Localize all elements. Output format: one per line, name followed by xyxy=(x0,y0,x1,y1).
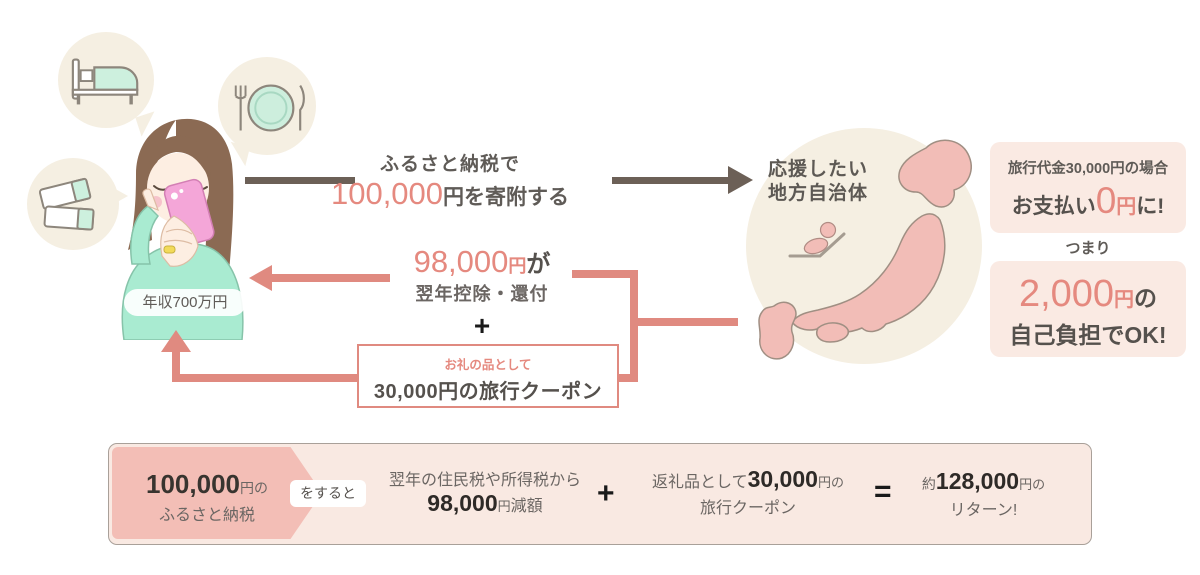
income-label-text: 年収700万円 xyxy=(142,294,228,311)
meal-icon xyxy=(234,84,305,132)
refund-line2: 翌年控除・還付 xyxy=(415,284,549,304)
payment-yen: 円 xyxy=(1116,196,1137,218)
refund-arrowhead-left xyxy=(249,265,272,291)
coupon-label: お礼の品として xyxy=(444,358,532,372)
summary-total-prefix: 約 xyxy=(921,476,936,492)
summary-gift-prefix: 返礼品として xyxy=(652,474,748,491)
refund-arrow-shaft xyxy=(270,274,390,282)
summary-total: 約128,000円の リターン! xyxy=(896,468,1071,520)
bubble-meal xyxy=(218,57,316,155)
japan-map-icon xyxy=(758,139,972,360)
summary-donation-line2: ふるさと納税 xyxy=(158,507,255,524)
municipality-line1: 応援したい xyxy=(767,159,868,180)
summary-gift-suffix: 円の xyxy=(817,475,844,490)
summary-donation: 100,000円の ふるさと納税 xyxy=(122,469,292,525)
summary-total-suffix: 円の xyxy=(1019,477,1046,492)
tsumari-label: つまり xyxy=(1065,240,1111,257)
bubble-bed xyxy=(58,32,154,128)
payment-suffix: に! xyxy=(1136,195,1165,218)
summary-deduction: 翌年の住民税や所得税から 98,000円減額 xyxy=(375,466,595,517)
payment-box: 旅行代金30,000円の場合 お支払い0円に! xyxy=(990,142,1186,233)
income-label: 年収700万円 xyxy=(124,289,246,316)
summary-deduction-yen: 円 xyxy=(497,499,511,514)
donate-amount: 100,000 xyxy=(330,176,444,211)
coupon-return-vertical xyxy=(172,350,180,382)
refund-amount: 98,000 xyxy=(413,244,509,279)
municipality-label: 応援したい 地方自治体 xyxy=(760,158,876,206)
summary-gift-line2: 旅行クーポン xyxy=(699,500,796,517)
donate-suffix: 円を寄附する xyxy=(443,186,570,209)
municipality-line2: 地方自治体 xyxy=(767,183,868,204)
summary-deduction-suffix: 減額 xyxy=(510,498,543,515)
bracket-vertical-segment xyxy=(630,270,638,382)
bracket-top-segment xyxy=(572,270,638,278)
donate-arrow-line-left xyxy=(245,177,355,184)
woman-with-phone-illustration xyxy=(121,118,244,340)
coupon-box: お礼の品として 30,000円の旅行クーポン xyxy=(357,344,619,408)
donate-flow-text: ふるさと納税で 100,000円を寄附する xyxy=(330,149,570,212)
payment-zero: 0 xyxy=(1095,180,1117,221)
coupon-return-arrowhead xyxy=(161,330,191,352)
summary-donation-suffix: 円の xyxy=(239,480,268,496)
plus-sign: + xyxy=(473,310,491,341)
burden-yen: 円 xyxy=(1114,289,1135,311)
summary-gift-amount: 30,000 xyxy=(747,466,818,492)
bowing-person-icon xyxy=(803,221,837,255)
refund-yen: 円 xyxy=(508,256,527,276)
donate-line1: ふるさと納税で xyxy=(379,154,520,175)
bubble-tickets-tail xyxy=(110,186,128,206)
summary-gift: 返礼品として30,000円の 旅行クーポン xyxy=(638,466,858,518)
bed-icon xyxy=(71,58,139,105)
burden-no: の xyxy=(1134,285,1158,311)
coupon-value: 30,000円の旅行クーポン xyxy=(373,381,603,403)
coupon-return-horizontal xyxy=(172,374,357,382)
wosuruto-pill: をすると xyxy=(290,480,366,507)
payment-box-line1: 旅行代金30,000円の場合 xyxy=(1007,161,1169,177)
summary-donation-chevron xyxy=(112,447,322,539)
summary-deduction-amount: 98,000 xyxy=(427,490,498,516)
bowing-person-ground-line xyxy=(788,232,846,258)
donate-arrowhead xyxy=(728,166,753,194)
bracket-middle-segment xyxy=(638,318,738,326)
refund-ga: が xyxy=(526,251,551,278)
burden-box: 2,000円の 自己負担でOK! xyxy=(990,261,1186,357)
burden-amount: 2,000 xyxy=(1018,273,1115,315)
refund-text: 98,000円が 翌年控除・還付 + xyxy=(372,244,592,342)
bracket-foot-segment xyxy=(612,374,638,382)
summary-donation-amount: 100,000 xyxy=(146,469,240,499)
summary-total-line2: リターン! xyxy=(949,502,1018,519)
payment-prefix: お支払い xyxy=(1011,195,1096,218)
summary-plus: + xyxy=(597,477,615,510)
bubble-tickets xyxy=(27,158,119,250)
summary-deduction-line1: 翌年の住民税や所得税から xyxy=(388,472,581,489)
summary-equals: = xyxy=(874,475,892,508)
ticket-icon xyxy=(38,177,95,231)
donate-arrow-line-right xyxy=(612,177,730,184)
burden-line2: 自己負担でOK! xyxy=(1009,322,1167,348)
summary-total-amount: 128,000 xyxy=(935,468,1020,494)
